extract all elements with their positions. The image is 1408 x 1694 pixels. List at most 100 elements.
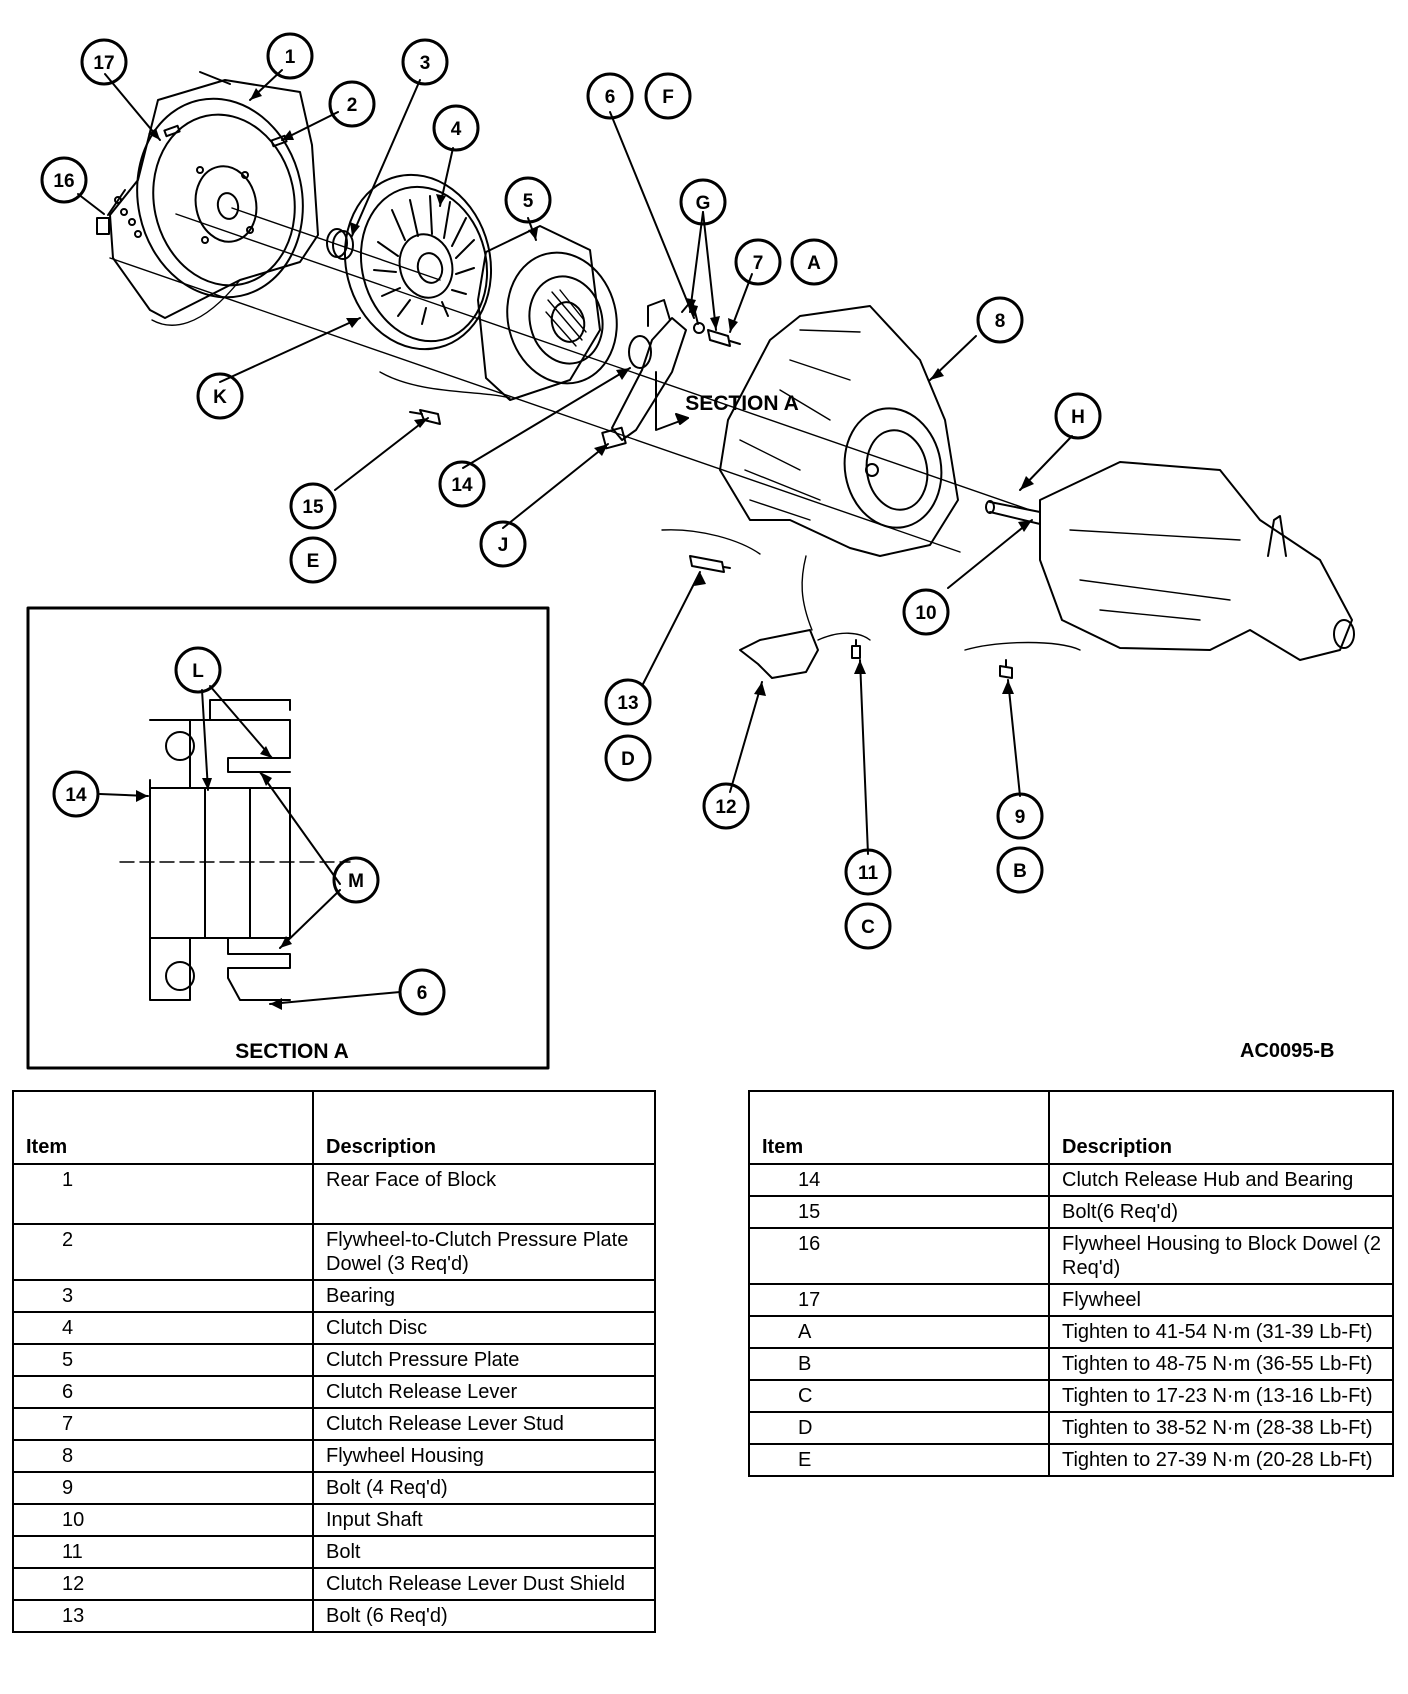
callout-C: C	[844, 902, 892, 950]
legend-description: Bolt (6 Req'd)	[312, 1599, 656, 1633]
legend-description: Tighten to 17-23 N·m (13-16 Lb-Ft)	[1048, 1379, 1394, 1413]
legend-description: Tighten to 27-39 N·m (20-28 Lb-Ft)	[1048, 1443, 1394, 1477]
svg-text:14: 14	[65, 785, 87, 806]
svg-text:13: 13	[617, 693, 638, 714]
legend-item: 15	[748, 1195, 1050, 1229]
flywheel-housing	[719, 305, 959, 557]
callout-G: G	[679, 178, 727, 226]
svg-text:A: A	[807, 253, 821, 274]
legend-item: 7	[12, 1407, 314, 1441]
legend-item: 5	[12, 1343, 314, 1377]
callout-inset-14: 14	[52, 770, 100, 818]
legend-item: E	[748, 1443, 1050, 1477]
transmission	[985, 461, 1355, 661]
section-a-inset-frame	[26, 606, 550, 1070]
legend-item: 11	[12, 1535, 314, 1569]
section-a-marker-label: SECTION A	[685, 392, 799, 415]
callout-9: 9	[996, 792, 1044, 840]
exploded-clutch-diagram: SECTION A SECTION A	[26, 32, 1355, 1070]
svg-text:9: 9	[1015, 807, 1026, 828]
legend-header-item: Item	[748, 1090, 1050, 1165]
release-hub-and-lever	[601, 299, 705, 450]
callout-J: J	[479, 520, 527, 568]
svg-text:4: 4	[451, 119, 462, 140]
svg-text:J: J	[498, 535, 509, 556]
svg-text:M: M	[348, 871, 364, 892]
legend-item: 16	[748, 1227, 1050, 1285]
legend-item: 13	[12, 1599, 314, 1633]
callout-B: B	[996, 846, 1044, 894]
svg-text:5: 5	[523, 191, 534, 212]
legend-description: Rear Face of Block	[312, 1163, 656, 1225]
legend-description: Clutch Release Lever Stud	[312, 1407, 656, 1441]
legend-item: 4	[12, 1311, 314, 1345]
callout-11: 11	[844, 848, 892, 896]
callout-inset-6: 6	[398, 968, 446, 1016]
svg-text:15: 15	[302, 497, 324, 518]
svg-text:H: H	[1071, 407, 1085, 428]
callout-H: H	[1054, 392, 1102, 440]
svg-text:B: B	[1013, 861, 1027, 882]
svg-text:K: K	[213, 387, 227, 408]
callout-D: D	[604, 734, 652, 782]
legend-item: C	[748, 1379, 1050, 1413]
legend-item: 9	[12, 1471, 314, 1505]
callout-6: 6	[586, 72, 634, 120]
legend-description: Clutch Pressure Plate	[312, 1343, 656, 1377]
svg-text:L: L	[192, 661, 204, 682]
callout-13: 13	[604, 678, 652, 726]
section-a-detail	[119, 699, 351, 1001]
section-a-cut-marks	[647, 299, 689, 431]
svg-text:10: 10	[915, 603, 936, 624]
legend-item: D	[748, 1411, 1050, 1445]
legend-item: 8	[12, 1439, 314, 1473]
figure-code: AC0095-B	[1240, 1040, 1335, 1062]
legend-item: B	[748, 1347, 1050, 1381]
legend-description: Tighten to 41-54 N·m (31-39 Lb-Ft)	[1048, 1315, 1394, 1349]
svg-text:C: C	[861, 917, 875, 938]
svg-text:G: G	[696, 193, 711, 214]
callout-A: A	[790, 238, 838, 286]
callout-E: E	[289, 536, 337, 584]
svg-text:1: 1	[285, 47, 296, 68]
legend-description: Clutch Release Hub and Bearing	[1048, 1163, 1394, 1197]
svg-text:11: 11	[858, 863, 879, 884]
svg-text:12: 12	[715, 797, 736, 818]
callout-F: F	[644, 72, 692, 120]
dust-shield	[739, 629, 819, 679]
callout-17: 17	[80, 38, 128, 86]
callout-10: 10	[902, 588, 950, 636]
pilot-bearing	[326, 228, 354, 260]
legend-description: Bearing	[312, 1279, 656, 1313]
legend-header-description: Description	[312, 1090, 656, 1165]
callout-5: 5	[504, 176, 552, 224]
legend-header-description: Description	[1048, 1090, 1394, 1165]
legend-description: Bolt(6 Req'd)	[1048, 1195, 1394, 1229]
assembly-centerlines	[109, 207, 1081, 651]
section-a-inset-title: SECTION A	[235, 1040, 349, 1063]
svg-text:7: 7	[753, 253, 764, 274]
legend-description: Clutch Release Lever Dust Shield	[312, 1567, 656, 1601]
clutch-pressure-plate	[477, 225, 618, 401]
svg-text:6: 6	[605, 87, 616, 108]
legend-header-item: Item	[12, 1090, 314, 1165]
callout-15: 15	[289, 482, 337, 530]
svg-text:6: 6	[417, 983, 428, 1004]
legend-description: Bolt (4 Req'd)	[312, 1471, 656, 1505]
svg-text:E: E	[307, 551, 320, 572]
svg-text:16: 16	[53, 171, 74, 192]
callout-16: 16	[40, 156, 88, 204]
legend-header-row: Item Description	[12, 1090, 656, 1165]
svg-text:8: 8	[995, 311, 1006, 332]
